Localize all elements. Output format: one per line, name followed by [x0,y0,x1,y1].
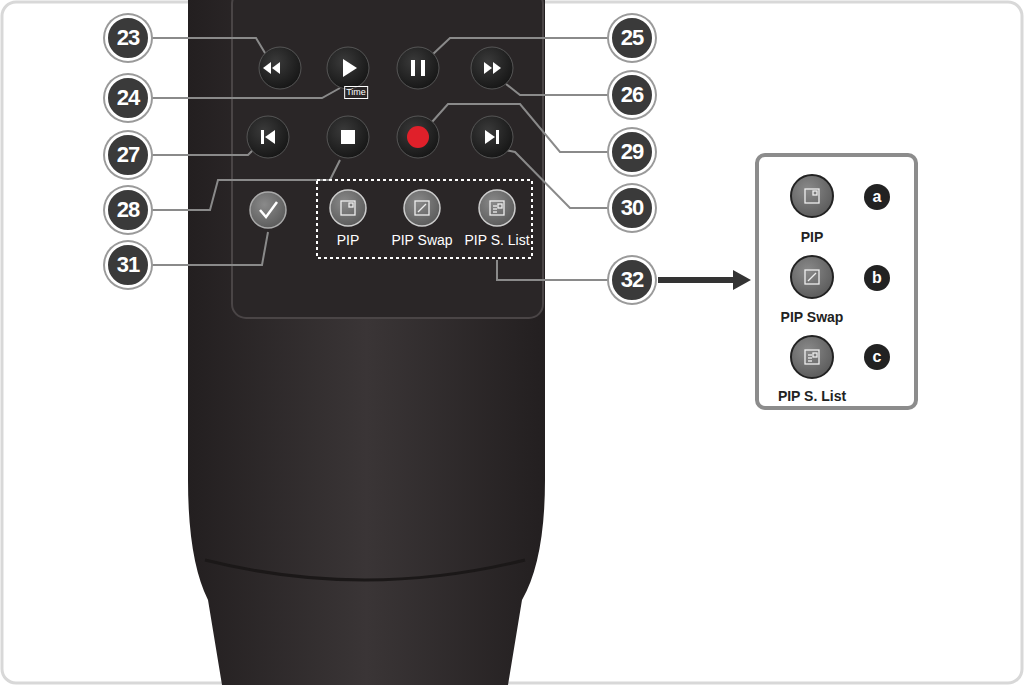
button-label: PIP Swap [781,309,844,325]
letter-marker: b [864,265,890,291]
callout-circle: 24 [105,75,151,121]
callout-circle: 27 [105,132,151,178]
callout-circle: 25 [609,15,655,61]
button-label: PIP S. List [464,232,529,248]
button-label: PIP [801,229,824,245]
letter-label: a [873,189,882,205]
callout-circle: 28 [105,187,151,233]
callout-number: 26 [621,82,643,108]
callout-circle: 26 [609,72,655,118]
callout-circle: 30 [609,185,655,231]
callout-number: 32 [621,267,643,293]
callout-number: 23 [117,25,139,51]
callout-number: 28 [117,197,139,223]
letter-label: c [873,349,882,365]
callout-circle: 23 [105,15,151,61]
callout-number: 29 [621,139,643,165]
callout-number: 27 [117,142,139,168]
button-label: PIP S. List [778,388,846,404]
callout-number: 25 [621,25,643,51]
callout-circle: 31 [105,242,151,288]
letter-marker: c [864,344,890,370]
callout-number: 30 [621,195,643,221]
callout-circle: 29 [609,129,655,175]
inset-panel: PIP PIP SwapPIP S. List a b c [755,153,918,410]
callout-circle: 32 [609,257,655,303]
button-sublabel: Time [344,86,368,99]
button-label: PIP [337,232,360,248]
callout-number: 24 [117,85,139,111]
letter-marker: a [864,184,890,210]
letter-label: b [872,270,882,286]
callout-number: 31 [117,252,139,278]
pointer-arrow [658,270,751,290]
button-label: PIP Swap [391,232,452,248]
